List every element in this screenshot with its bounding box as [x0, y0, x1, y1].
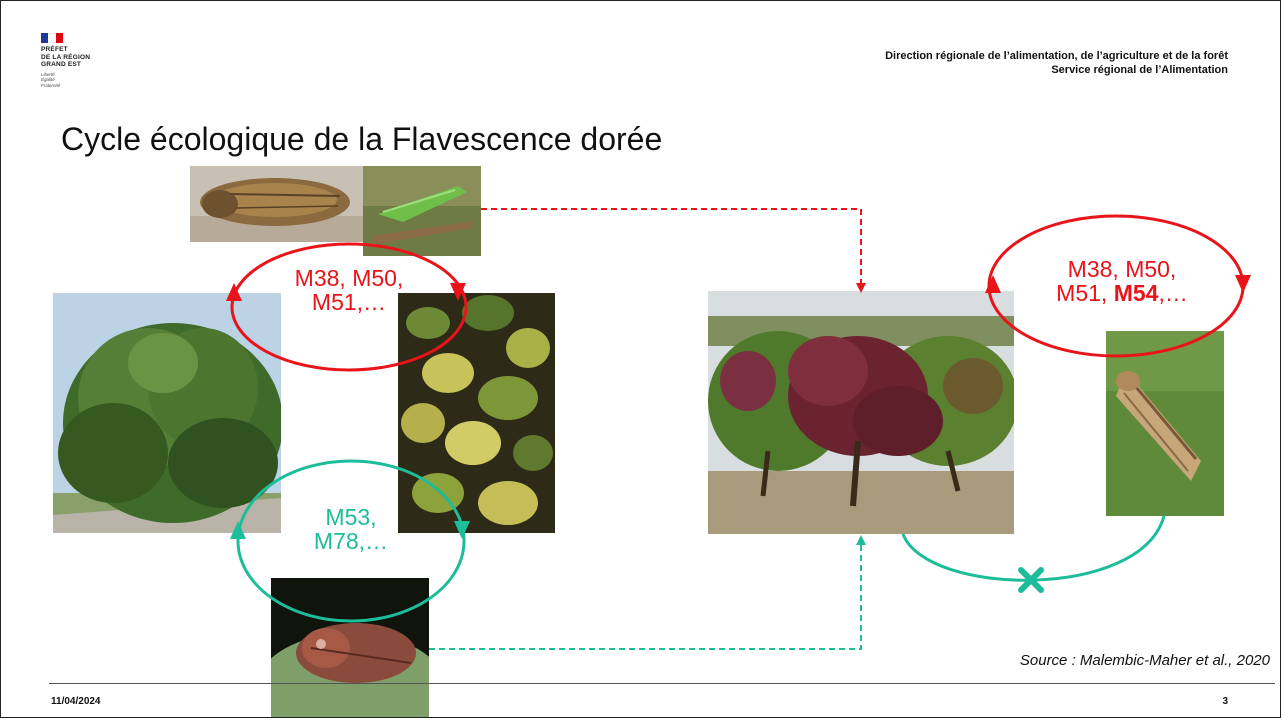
leafhopper-brown-photo [190, 166, 363, 242]
vine-red-label-line-2: M51, M54,… [1027, 281, 1217, 305]
slide-date: 11/04/2024 [51, 696, 101, 707]
vine-red-label-bold-m54: M54 [1113, 280, 1159, 306]
green-transmission-arrow [429, 543, 862, 650]
leafhopper-green-photo [363, 166, 481, 256]
vine-red-cycle-label: M38, M50, M51, M54,… [1027, 257, 1217, 305]
logo-line-3: GRAND EST [41, 61, 82, 68]
logo-line-2: DE LA RÉGION [41, 53, 91, 61]
flag-icon [41, 33, 63, 43]
logo-motto-2: Égalité [41, 77, 55, 82]
wild-red-label-line-2: M51,… [311, 289, 387, 315]
orientus-photo [271, 578, 429, 717]
page-number: 3 [1222, 696, 1228, 707]
logo-motto-1: Liberté [41, 71, 55, 77]
header-line-1: Direction régionale de l’alimentation, d… [885, 50, 1228, 62]
footer-divider [49, 683, 1275, 684]
wild-green-cycle-label: M53, M78,… [291, 505, 411, 553]
logo-line-1: PRÉFET [41, 46, 68, 53]
vine-red-label-line-1: M38, M50, [1067, 256, 1177, 282]
logo-motto-3: Fraternité [41, 82, 61, 88]
wild-shrub-photo [53, 293, 281, 533]
wild-red-label-line-1: M38, M50, [294, 265, 404, 291]
wild-red-cycle-label: M38, M50, M51,… [263, 266, 435, 314]
header-line-2: Service régional de l’Alimentation [1051, 64, 1228, 76]
header-organisation: Direction régionale de l’alimentation, d… [885, 49, 1228, 77]
cross-mark-icon [1018, 567, 1044, 593]
scaphoideus-photo [1106, 331, 1224, 516]
infected-vine-photo [708, 291, 1014, 534]
prefet-logo: PRÉFET DE LA RÉGION GRAND EST Liberté Ég… [41, 33, 131, 88]
red-transmission-arrow [481, 208, 862, 285]
slide-title: Cycle écologique de la Flavescence dorée [61, 121, 663, 157]
vine-red-label-suffix: ,… [1158, 280, 1188, 306]
wild-green-label-line-2: M78,… [313, 528, 389, 554]
vine-red-label-prefix: M51, [1056, 280, 1114, 306]
source-citation: Source : Malembic-Maher et al., 2020 [1019, 652, 1270, 669]
clematis-leaves-photo [398, 293, 555, 533]
vine-red-arrowhead-right [1235, 275, 1251, 293]
wild-green-label-line-1: M53, [325, 504, 377, 530]
